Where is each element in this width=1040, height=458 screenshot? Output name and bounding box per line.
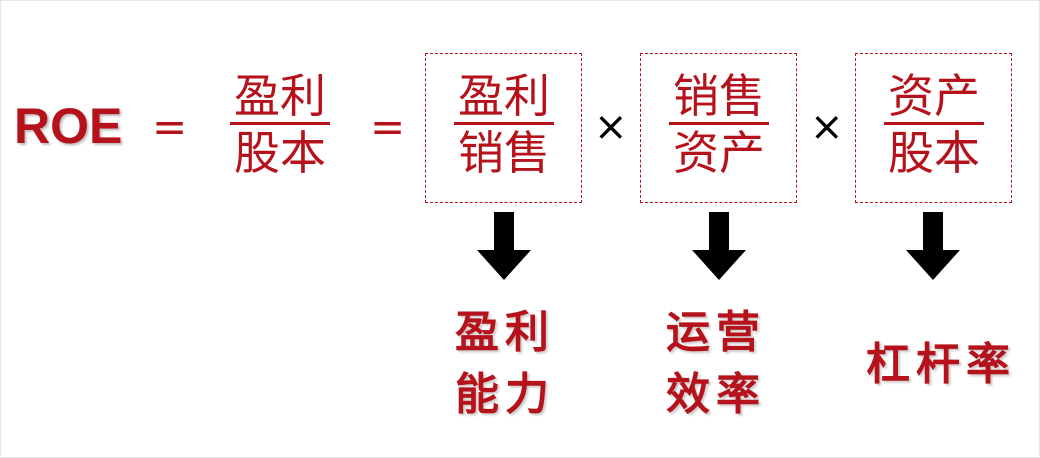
meaning-1-line-2: 能力 [455,369,555,420]
arrow-down-icon [477,212,531,280]
factor-2-denominator: 资产 [673,126,765,180]
factor-3-denominator: 股本 [888,126,980,180]
fraction-bar [669,122,769,125]
ratio-overall-denominator: 股本 [234,126,326,180]
factor-2-fraction: 销售 资产 [667,70,771,181]
factor-box-asset-turnover [640,53,797,203]
factor-3-numerator: 资产 [888,69,980,123]
arrow-down-icon [692,212,746,280]
meaning-3: 杠杆率 [866,339,1016,390]
fraction-bar [230,122,330,125]
multiply-sign-2: × [810,104,844,150]
meaning-2-line-1: 运营 [666,307,766,358]
equals-sign-2: = [370,102,406,151]
fraction-bar [884,122,984,125]
factor-box-profit-margin [425,53,582,203]
factor-1-numerator: 盈利 [458,69,550,123]
equals-sign-1: = [152,102,188,151]
factor-3-fraction: 资产 股本 [882,70,986,181]
ratio-overall: 盈利 股本 [228,70,332,181]
factor-1-fraction: 盈利 销售 [452,70,556,181]
arrow-down-icon [906,212,960,280]
multiply-sign-1: × [594,104,628,150]
meaning-1-line-1: 盈利 [455,307,555,358]
factor-box-leverage [855,53,1012,203]
factor-1-denominator: 销售 [458,126,550,180]
meaning-2-line-2: 效率 [666,369,766,420]
fraction-bar [454,122,554,125]
roe-label: ROE [14,98,123,154]
factor-2-numerator: 销售 [673,69,765,123]
ratio-overall-numerator: 盈利 [234,69,326,123]
